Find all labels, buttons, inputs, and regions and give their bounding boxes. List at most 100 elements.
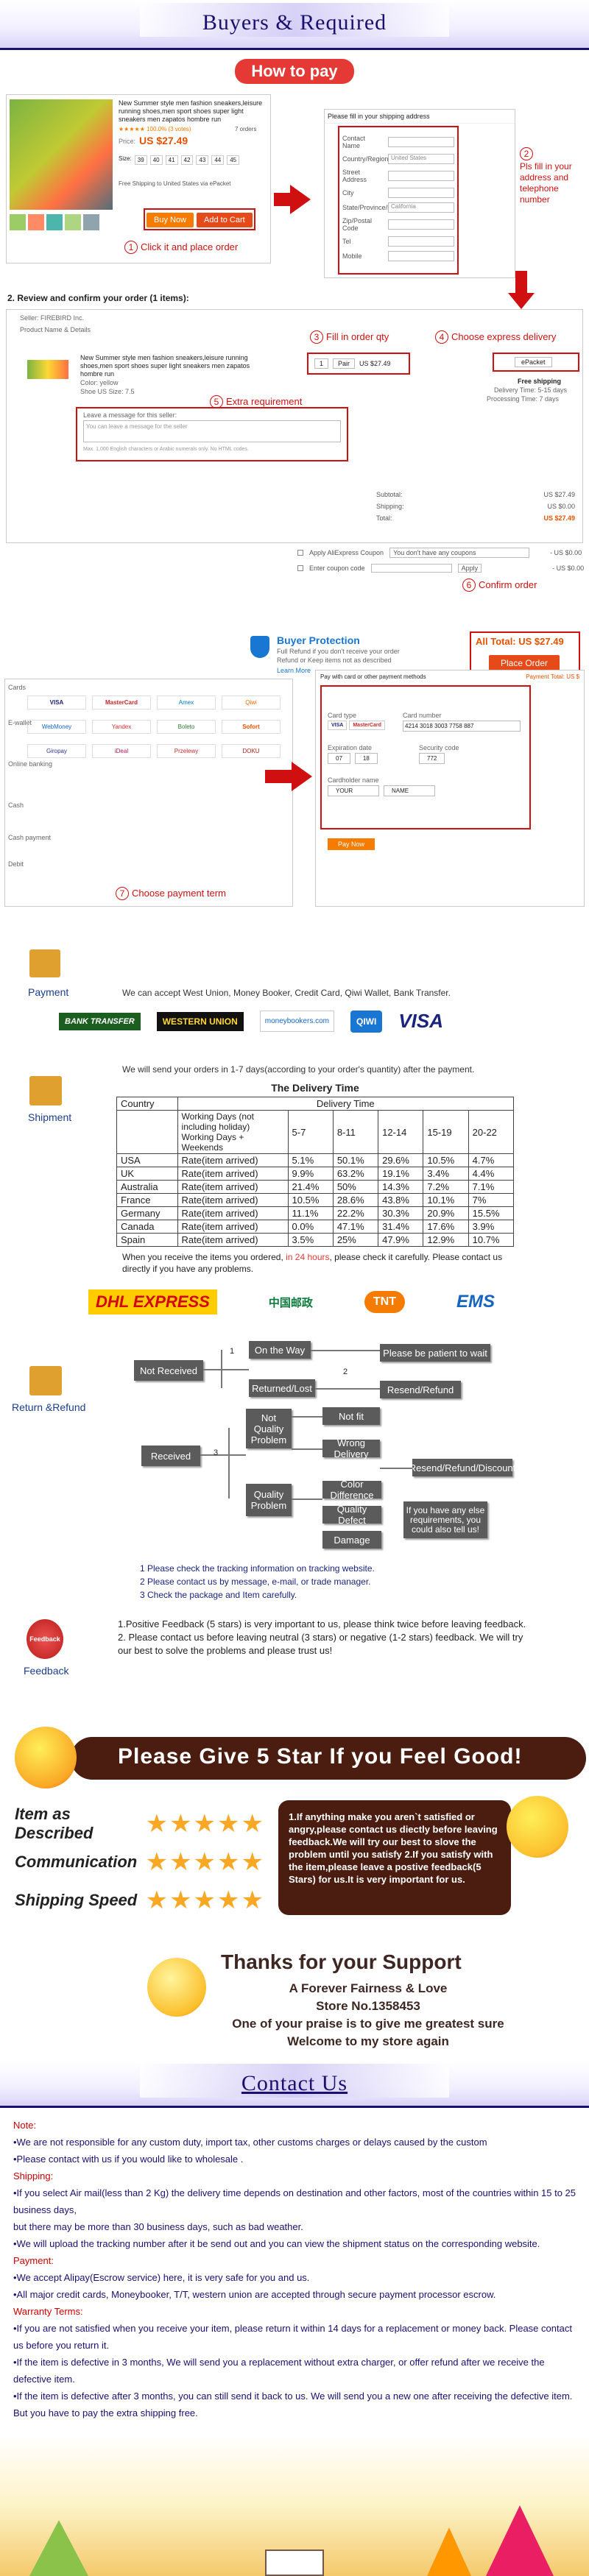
learn-more-link[interactable]: Learn More: [277, 667, 311, 674]
apply-button[interactable]: Apply: [457, 564, 482, 573]
size-selector: Size: 39 40 41 42 43 44 45: [119, 155, 240, 165]
subtotal-label: Subtotal:: [376, 491, 403, 498]
city-input[interactable]: [388, 188, 454, 198]
expire-year[interactable]: 18: [354, 753, 378, 764]
group-label: Online banking: [8, 760, 53, 768]
message-label: Leave a message for this seller:: [83, 411, 177, 419]
method-tile[interactable]: Amex: [157, 696, 216, 710]
coupon-value: - US $0.00: [550, 549, 582, 556]
mastercard-logo[interactable]: MasterCard: [349, 721, 385, 730]
thumb[interactable]: [65, 214, 81, 230]
damage-box: Damage: [322, 1531, 381, 1549]
method-tile[interactable]: Yandex: [92, 720, 151, 734]
contact-line: Shipping:: [13, 2170, 54, 2182]
how-to-pay-header: How to pay: [0, 59, 589, 88]
method-tile[interactable]: Przelewy: [157, 744, 216, 758]
rating-stars: ★★★★★: [145, 1810, 265, 1838]
cvc-input[interactable]: 772: [419, 753, 445, 764]
step7-circle: 7: [116, 887, 129, 900]
highlight-card: [320, 685, 531, 829]
size-option[interactable]: 42: [180, 155, 194, 165]
method-tile[interactable]: Giropay: [27, 744, 86, 758]
product-name[interactable]: New Summer style men fashion sneakers,le…: [119, 99, 263, 123]
shipping-select[interactable]: ePacket: [515, 357, 552, 367]
seller[interactable]: Seller: FIREBIRD Inc.: [20, 314, 85, 322]
step1-circle: 1: [124, 241, 138, 254]
contact-section: Note: •We are not responsible for any cu…: [0, 2108, 589, 2576]
qty-input[interactable]: 1: [314, 358, 329, 369]
state-select[interactable]: California: [388, 202, 454, 213]
resend-refund-discount-box: Resend/Refund/Discount: [409, 1459, 515, 1476]
expire-month[interactable]: 07: [328, 753, 350, 764]
country-select[interactable]: United States: [388, 154, 454, 164]
size-option[interactable]: 40: [149, 155, 163, 165]
product-rating: ★★★★★ 100.0% (3 votes): [119, 126, 191, 132]
method-tile[interactable]: VISA: [27, 696, 86, 710]
size-option[interactable]: 43: [196, 155, 209, 165]
method-tile[interactable]: DOKU: [222, 744, 281, 758]
flow-connector: [228, 1428, 230, 1498]
size-option[interactable]: 39: [134, 155, 147, 165]
address-title: Please fill in your shipping address: [325, 110, 515, 124]
thanks-title: Thanks for your Support: [221, 1950, 462, 1973]
method-tile[interactable]: Boleto: [157, 720, 216, 734]
flow-connector: [221, 1350, 222, 1388]
contact-line: •Please contact with us if you would lik…: [13, 2154, 244, 2165]
code-input[interactable]: [370, 564, 452, 573]
method-tile[interactable]: WebMoney: [27, 720, 86, 734]
qiwi-logo: QIWI: [350, 1010, 383, 1033]
add-to-cart-button[interactable]: Add to Cart: [197, 213, 253, 227]
size-option[interactable]: 41: [165, 155, 178, 165]
coupon-select[interactable]: You don't have any coupons: [389, 548, 530, 558]
review-item[interactable]: New Summer style men fashion sneakers,le…: [80, 354, 250, 378]
place-order-button[interactable]: Place Order: [489, 655, 560, 671]
first-name-input[interactable]: YOUR: [328, 785, 379, 796]
unit-select[interactable]: Pair: [333, 358, 356, 369]
size-option[interactable]: 45: [227, 155, 240, 165]
field-label: City: [342, 189, 354, 197]
contact-line: Warranty Terms:: [13, 2306, 83, 2317]
method-tile[interactable]: MasterCard: [92, 696, 151, 710]
contact-line: •If the item is defective in 3 months, W…: [13, 2357, 545, 2385]
zip-input[interactable]: [388, 219, 454, 230]
tel-input[interactable]: [388, 236, 454, 247]
method-tile[interactable]: iDeal: [92, 744, 151, 758]
not-received-box: Not Received: [134, 1360, 203, 1381]
not-fit-box: Not fit: [322, 1407, 380, 1425]
product-image[interactable]: [10, 99, 113, 210]
visa-logo: VISA: [398, 1010, 444, 1032]
table-header: 5-7: [287, 1110, 334, 1154]
visa-logo[interactable]: VISA: [328, 721, 348, 730]
thumb[interactable]: [28, 214, 44, 230]
coupon-checkbox[interactable]: [297, 550, 303, 556]
message-textarea[interactable]: You can leave a message for the seller: [83, 420, 341, 442]
code-checkbox[interactable]: [297, 565, 303, 571]
last-name-input[interactable]: NAME: [384, 785, 435, 796]
china-post-logo: 中国邮政: [268, 1296, 313, 1309]
expire-label: Expiration date: [328, 744, 373, 751]
thanks-text: A Forever Fairness & Love Store No.13584…: [221, 1980, 515, 2050]
contact-title: Contact Us: [241, 2071, 348, 2095]
card-number-input[interactable]: 4214 3018 3003 7758 887: [403, 721, 521, 732]
thumb[interactable]: [83, 214, 99, 230]
flow-connector: [315, 1388, 380, 1390]
flow-connector: [380, 1468, 412, 1469]
street-input[interactable]: [388, 171, 454, 181]
buy-now-button[interactable]: Buy Now: [147, 213, 194, 227]
thumb[interactable]: [46, 214, 63, 230]
page-title: Buyers & Required: [202, 10, 387, 35]
size-option[interactable]: 44: [211, 155, 225, 165]
pay-now-button[interactable]: Pay Now: [328, 838, 375, 850]
mobile-input[interactable]: [388, 251, 454, 261]
thumb[interactable]: [10, 214, 26, 230]
method-tile[interactable]: Qiwi: [222, 696, 281, 710]
contact-name-input[interactable]: [388, 137, 454, 147]
arrow-shaft: [515, 271, 527, 296]
method-tile[interactable]: Sofort: [222, 720, 281, 734]
cvc-label: Security code: [419, 744, 459, 751]
highlight-buy: [144, 208, 255, 230]
